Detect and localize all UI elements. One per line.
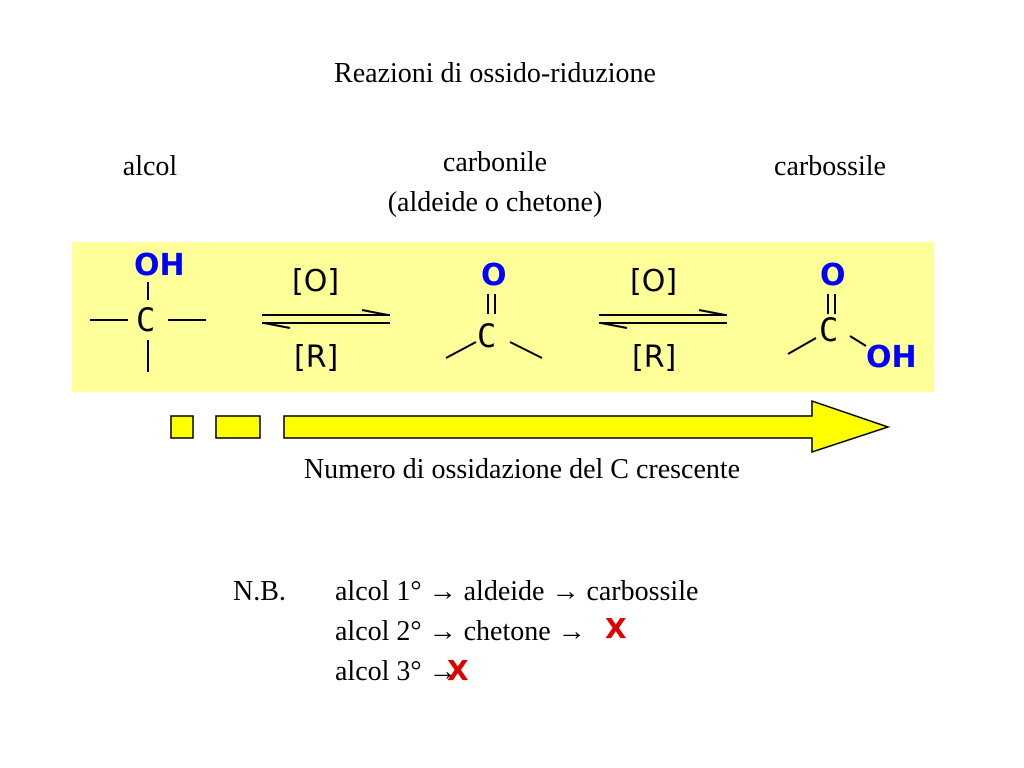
arrow-body: [283, 399, 891, 454]
cross-mark-tertiary: X: [447, 654, 469, 687]
cross-mark-secondary: X: [605, 612, 627, 645]
nb-line-tertiary: alcol 3° →: [335, 656, 457, 687]
nb-lines: alcol 1° → aldeide → carbossile alcol 2°…: [335, 572, 698, 692]
bond-lines: [90, 282, 867, 372]
alcohol-oh: OH: [134, 248, 185, 283]
nb-line-primary: alcol 1° → aldeide → carbossile: [335, 576, 699, 607]
label-carbonile-line2: (aldeide o chetone): [387, 187, 603, 218]
oxidation-reagent-2: [O]: [630, 264, 678, 299]
label-carbossile: carbossile: [774, 151, 886, 182]
oxidation-arrow: [170, 399, 891, 454]
page-title: Reazioni di ossido-riduzione: [334, 58, 656, 89]
label-carbonile-line1: carbonile: [442, 147, 548, 178]
carbonyl-carbon: C: [477, 317, 497, 355]
carboxyl-oxygen: O: [820, 258, 846, 293]
reaction-panel: [72, 242, 934, 392]
oxidation-reagent-1: [O]: [292, 264, 340, 299]
carboxyl-carbon: C: [819, 311, 839, 349]
label-carbonile: carbonile (aldeide o chetone): [330, 143, 660, 223]
arrow-caption: Numero di ossidazione del C crescente: [303, 454, 741, 485]
nb-prefix: N.B.: [233, 576, 286, 607]
carboxyl-oh: OH: [866, 340, 917, 375]
label-alcol: alcol: [122, 151, 178, 182]
arrow-dash-1: [170, 415, 194, 439]
carbonyl-oxygen: O: [481, 258, 507, 293]
nb-line-secondary: alcol 2° → chetone →: [335, 616, 586, 647]
reduction-reagent-2: [R]: [632, 340, 677, 375]
alcohol-carbon: C: [136, 301, 156, 339]
arrow-dash-2: [215, 415, 261, 439]
reduction-reagent-1: [R]: [294, 340, 339, 375]
